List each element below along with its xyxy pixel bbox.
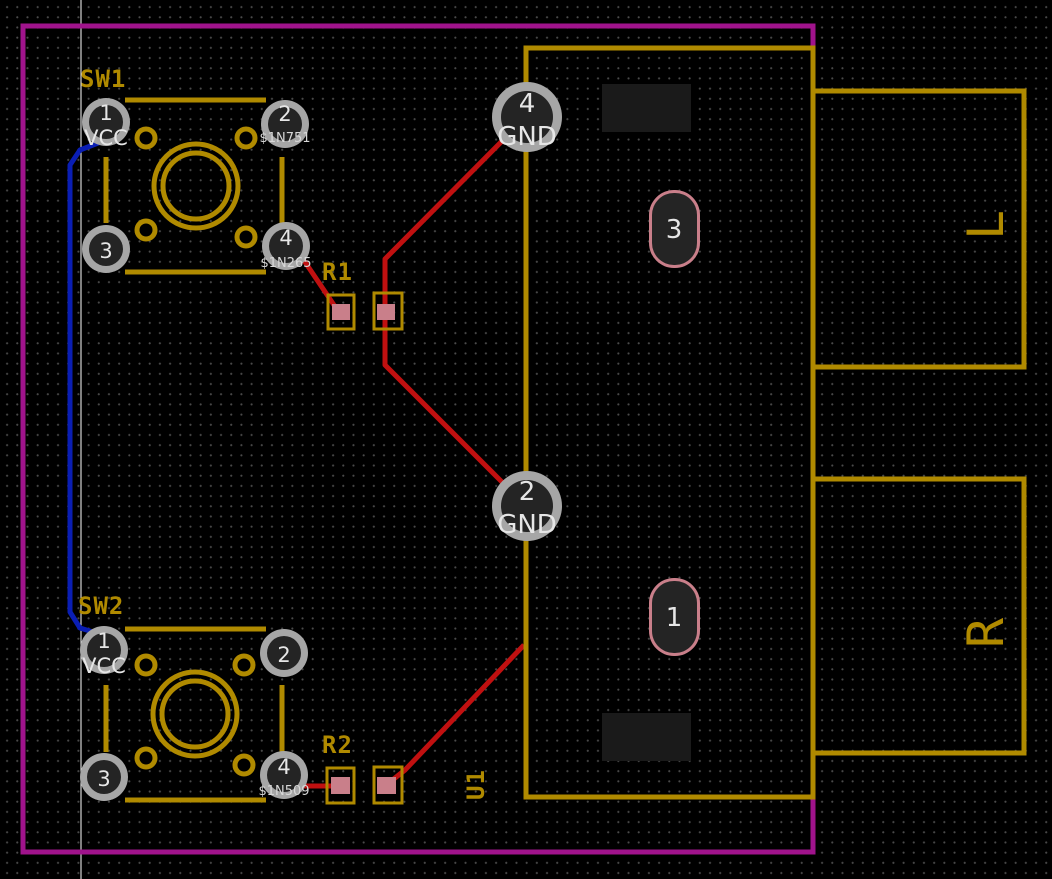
vcc-back-track[interactable] <box>67 137 107 639</box>
u1-body-outline <box>523 45 816 800</box>
sw1-pad-1-number: 1 <box>99 101 112 125</box>
r2-pad-2[interactable] <box>377 777 396 794</box>
u1-pad-4-net: GND <box>497 122 557 152</box>
sw1-pad-3-number: 3 <box>99 239 112 263</box>
r1-silk-left <box>326 293 356 331</box>
u1-pad-1[interactable]: 1 <box>649 578 700 656</box>
sw1-actuator-inner <box>160 150 232 222</box>
u1-pad-3[interactable]: 3 <box>649 190 700 268</box>
sw2-pad-1-net: VCC <box>82 654 126 678</box>
sw1-pad-1[interactable]: 1 VCC <box>82 98 130 150</box>
sw2-reference: SW2 <box>78 592 124 620</box>
r1-silk-right <box>372 291 404 331</box>
u1-right-channel-box <box>813 476 1027 756</box>
sw2-actuator-inner <box>159 678 231 750</box>
r2-reference: R2 <box>322 731 353 759</box>
sw1-pad-1-net: VCC <box>84 126 128 150</box>
sw1-pad-2-number: 2 <box>278 102 291 126</box>
sw2-mount-hole <box>134 746 158 770</box>
sw2-pad-2-number: 2 <box>277 643 290 667</box>
sw2-footprint[interactable]: SW2 1 VCC 2 3 4 $1N509 <box>78 592 310 803</box>
sw1-mount-hole <box>234 126 258 150</box>
u1-mount-slot-top <box>602 84 691 132</box>
u1-label-r: R <box>957 617 1015 648</box>
r1-pad-2[interactable] <box>377 304 395 320</box>
board-outline <box>20 23 816 855</box>
u1-pad-2-net: GND <box>497 510 557 540</box>
sw2-pad-1-number: 1 <box>97 629 110 653</box>
u1-pad-3-number: 3 <box>666 215 683 245</box>
sw2-pad-3-number: 3 <box>97 767 110 791</box>
sw1-pad-3[interactable]: 3 <box>82 225 130 273</box>
u1-pad-2[interactable]: 2 GND <box>492 471 562 541</box>
u1-label-l: L <box>957 209 1015 240</box>
sw2-pad-4[interactable]: 4 $1N509 <box>258 751 310 799</box>
track-r1-u1-pin4[interactable] <box>382 129 514 314</box>
sw2-pad-3[interactable]: 3 <box>80 753 128 801</box>
sw2-pad-4-number: 4 <box>277 755 290 779</box>
sw2-mount-hole <box>232 753 256 777</box>
sw1-pad-4-net: $1N265 <box>260 256 311 271</box>
sw2-pad-1[interactable]: 1 VCC <box>80 626 128 678</box>
track-r2-u1[interactable] <box>383 643 526 788</box>
sw2-actuator-outer <box>150 669 240 759</box>
sw1-mount-hole <box>134 218 158 242</box>
sw1-pad-2[interactable]: 2 $1N751 <box>259 100 311 148</box>
r2-silk-right <box>372 765 404 805</box>
u1-pad-4[interactable]: 4 GND <box>492 82 562 152</box>
u1-footprint[interactable]: U1 L R 3 1 4 GND 2 GND <box>462 45 1027 800</box>
sw2-pad-4-net: $1N509 <box>258 784 309 799</box>
r2-pad-1[interactable] <box>331 777 350 794</box>
sw1-pad-4[interactable]: 4 $1N265 <box>260 222 312 271</box>
sw1-mount-hole <box>234 225 258 249</box>
r1-pad-1[interactable] <box>332 304 350 320</box>
r1-footprint[interactable]: R1 <box>322 258 404 331</box>
sw1-reference: SW1 <box>80 65 126 93</box>
sw1-pad-2-net: $1N751 <box>259 131 310 146</box>
sw1-pad-4-number: 4 <box>279 226 292 250</box>
u1-pad-4-number: 4 <box>519 89 536 119</box>
sw1-mount-hole <box>134 126 158 150</box>
sw1-footprint[interactable]: SW1 1 VCC 2 $1N751 3 4 $1N265 <box>80 65 312 275</box>
sw2-pad-2[interactable]: 2 <box>260 629 308 677</box>
r1-reference: R1 <box>322 258 353 286</box>
u1-pad-2-number: 2 <box>519 477 536 507</box>
u1-left-channel-box <box>813 88 1027 370</box>
sw2-mount-hole <box>134 653 158 677</box>
u1-reference: U1 <box>462 769 490 800</box>
r2-footprint[interactable]: R2 <box>322 731 404 805</box>
r2-silk-left <box>325 766 356 805</box>
u1-pad-1-number: 1 <box>666 603 683 633</box>
u1-mount-slot-bottom <box>602 713 691 761</box>
track-r1-u1-pin2[interactable] <box>382 314 512 492</box>
sw1-actuator-outer <box>151 141 241 231</box>
sw2-mount-hole <box>232 653 256 677</box>
